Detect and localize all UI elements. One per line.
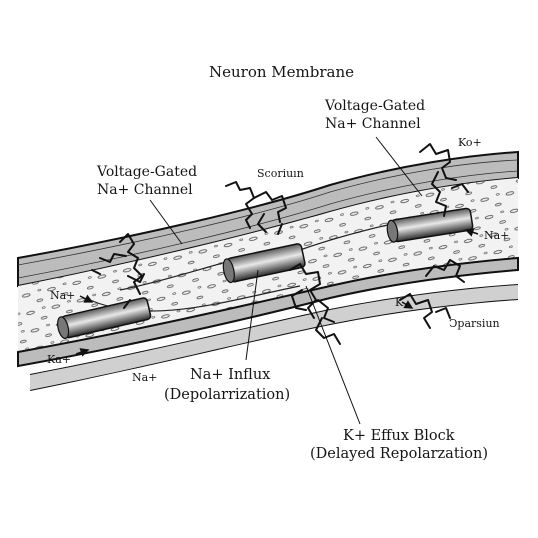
channel-molecule-left [91,233,145,309]
sodium-channel-cylinder-left [57,297,152,340]
channel-molecule-right-top [419,143,469,217]
vg-channel-left-line1: Voltage-Gated [96,164,197,180]
sodium-channel-cylinder-center [222,243,306,284]
label-na-plus-bottom: Na+ [132,371,157,384]
channel-molecule-lower-right [399,259,465,329]
label-oparsiun: Ͻparsiun [449,317,500,330]
na-influx-line1: Na+ Influx [190,367,270,383]
label-na-plus-left: Na+ [50,289,75,302]
channel-molecule-lower-center [289,263,341,345]
na-influx-line2: (Depolarrization) [164,387,290,403]
label-ko-plus: Ko+ [458,136,482,149]
label-k: K [395,296,404,309]
label-na-plus-right: Na+ [484,229,509,242]
leader-lines [149,136,423,425]
vg-channel-right-line1: Voltage-Gated [324,98,425,114]
vg-channel-right-line2: Na+ Channel [325,116,421,132]
diagram-title: Neuron Membrane [209,63,354,81]
vg-channel-left-line2: Na+ Channel [97,182,193,198]
ion-arrows [75,228,479,357]
k-effux-line2: (Delayed Repolarzation) [310,446,488,462]
k-effux-line1: K+ Effux Block [343,428,455,444]
label-ka-plus: Ka+ [47,353,71,366]
label-scoriun: Scoriuın [257,167,304,180]
channel-molecule-top-center [225,181,287,235]
sodium-channel-cylinder-right [386,207,474,243]
upper-membrane [17,150,519,288]
